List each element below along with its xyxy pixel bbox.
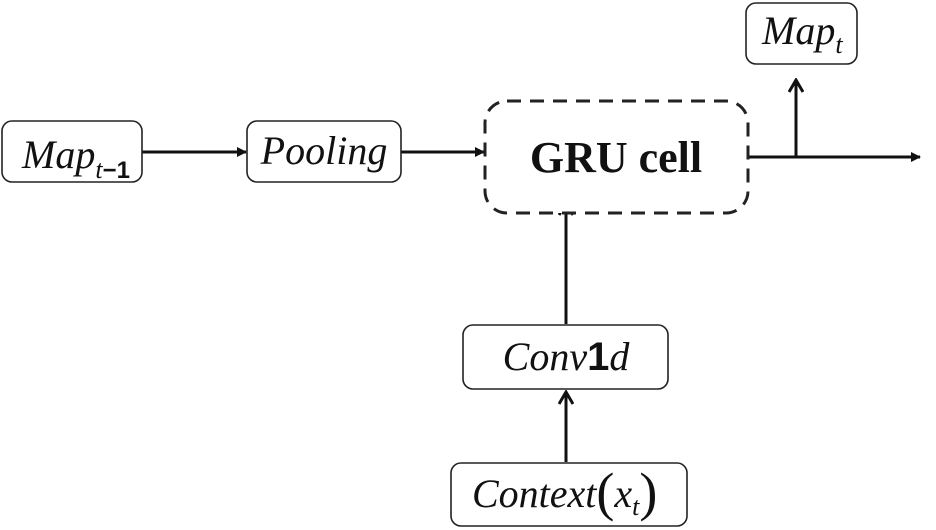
node-pooling-box bbox=[246, 120, 402, 183]
node-map-prev-label: Mapt−1 bbox=[21, 132, 130, 184]
node-map-prev: Mapt−1 bbox=[1, 120, 143, 184]
node-map-t: Mapt bbox=[745, 2, 858, 65]
node-gru: GRU cell bbox=[483, 99, 750, 215]
node-pooling-label: Pooling bbox=[260, 128, 388, 173]
node-conv: Conv1d bbox=[462, 324, 669, 390]
node-context-label: Context(xt) bbox=[472, 462, 657, 522]
node-context: Context(xt) bbox=[450, 462, 688, 527]
node-map-prev-box bbox=[1, 120, 143, 183]
node-gru-label: GRU cell bbox=[530, 133, 702, 182]
node-map-t-box bbox=[745, 2, 858, 65]
node-context-box bbox=[450, 462, 688, 527]
node-conv-box bbox=[462, 324, 669, 390]
node-map-t-label: Mapt bbox=[761, 8, 843, 59]
node-gru-box bbox=[483, 99, 750, 215]
node-conv-label: Conv1d bbox=[503, 334, 631, 379]
node-pooling: Pooling bbox=[246, 120, 402, 183]
